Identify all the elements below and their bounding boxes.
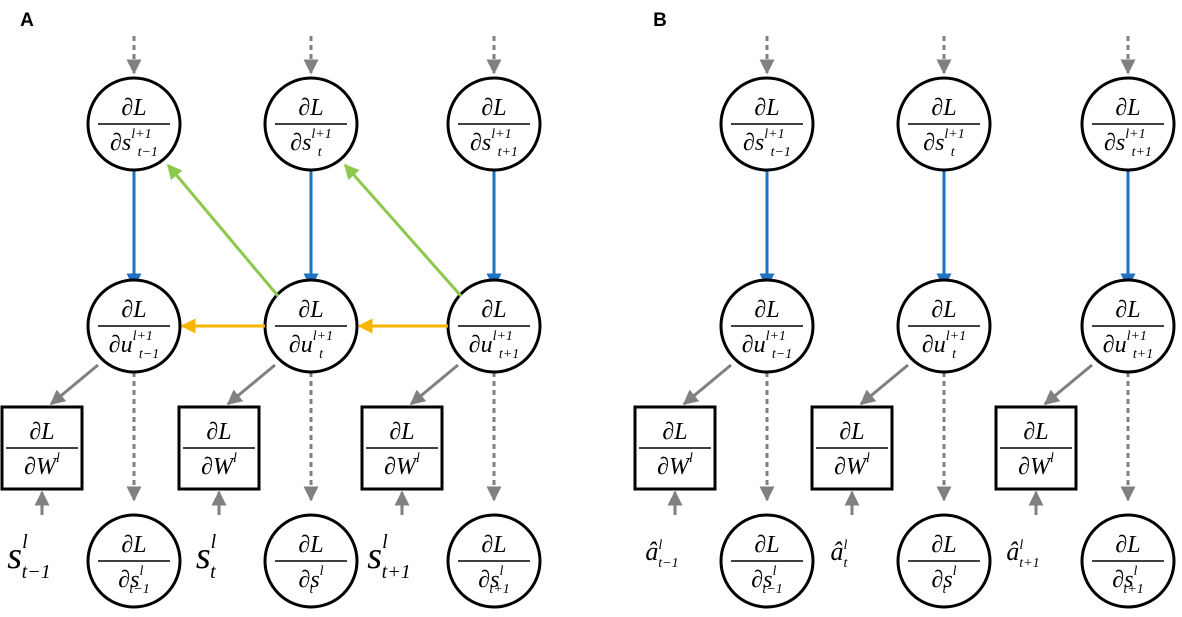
pb-col1-gray-diag-arrow [859,363,909,406]
pa-green-arrow-1 [166,163,280,297]
pa-col2-grad-s-next-node-numerator: ∂L [481,95,506,121]
pa-col0-grad-u-node-numerator: ∂L [121,297,146,323]
pa-col1-grad-w-node: ∂L ∂Wl [177,405,261,491]
pa-col2-gray-diag-arrow [409,363,459,406]
pb-col0-grad-s-node-numerator: ∂L [754,532,779,558]
pb-col2-grad-s-next-node-numerator: ∂L [1115,95,1140,121]
pa-col1-grad-w-node-numerator: ∂L [206,419,231,445]
pb-col0-gray-diag-arrow [682,363,732,406]
pa-col1-grad-s-node-numerator: ∂L [298,532,323,558]
pa-col1-grad-w-node-denominator: ∂Wl [201,451,237,480]
panel-label-a: A [20,10,34,31]
pa-col0-grad-w-node-numerator: ∂L [29,419,54,445]
pa-col2-grad-s-node-numerator: ∂L [481,532,506,558]
pb-col1-grad-w-node-numerator: ∂L [839,419,864,445]
pb-col2-grad-w-node-numerator: ∂L [1023,419,1048,445]
pa-col2-grad-w-node-denominator: ∂Wl [384,451,420,480]
pb-col0-grad-u-node-numerator: ∂L [754,297,779,323]
pa-col1-grad-u-node-numerator: ∂L [298,297,323,323]
pb-col1-grad-w-node: ∂L ∂Wl [810,405,894,491]
pb-col2-grad-w-node-denominator: ∂Wl [1018,451,1054,480]
pb-col0-grad-w-node: ∂L ∂Wl [633,405,717,491]
pb-col2-grad-w-node: ∂L ∂Wl [994,405,1078,491]
pb-col1-grad-w-node-denominator: ∂Wl [834,451,870,480]
pa-col2-grad-u-node-numerator: ∂L [481,297,506,323]
pb-col2-grad-u-node-numerator: ∂L [1115,297,1140,323]
pb-col1-grad-u-node-numerator: ∂L [931,297,956,323]
pb-col2-grad-s-node-numerator: ∂L [1115,532,1140,558]
pb-col2-gray-diag-arrow [1043,363,1093,406]
pb-col1-grad-s-node-numerator: ∂L [931,532,956,558]
pa-col0-grad-s-next-node-numerator: ∂L [121,95,146,121]
pa-col2-grad-w-node-numerator: ∂L [389,419,414,445]
pb-col0-grad-s-next-node-numerator: ∂L [754,95,779,121]
pa-col0-gray-diag-arrow [49,363,99,406]
pa-col2-grad-w-node: ∂L ∂Wl [360,405,444,491]
pa-green-arrow-2 [343,163,463,297]
pb-col0-grad-w-node-denominator: ∂Wl [657,451,693,480]
pa-col1-grad-s-next-node-numerator: ∂L [298,95,323,121]
pa-col0-grad-s-node-numerator: ∂L [121,532,146,558]
pa-col0-grad-w-node: ∂L ∂Wl [0,405,84,491]
pa-col1-gray-diag-arrow [226,363,276,406]
pa-col0-grad-w-node-denominator: ∂Wl [24,451,60,480]
pb-col0-grad-w-node-numerator: ∂L [662,419,687,445]
pb-col1-grad-s-next-node-numerator: ∂L [931,95,956,121]
panel-label-b: B [653,10,667,31]
